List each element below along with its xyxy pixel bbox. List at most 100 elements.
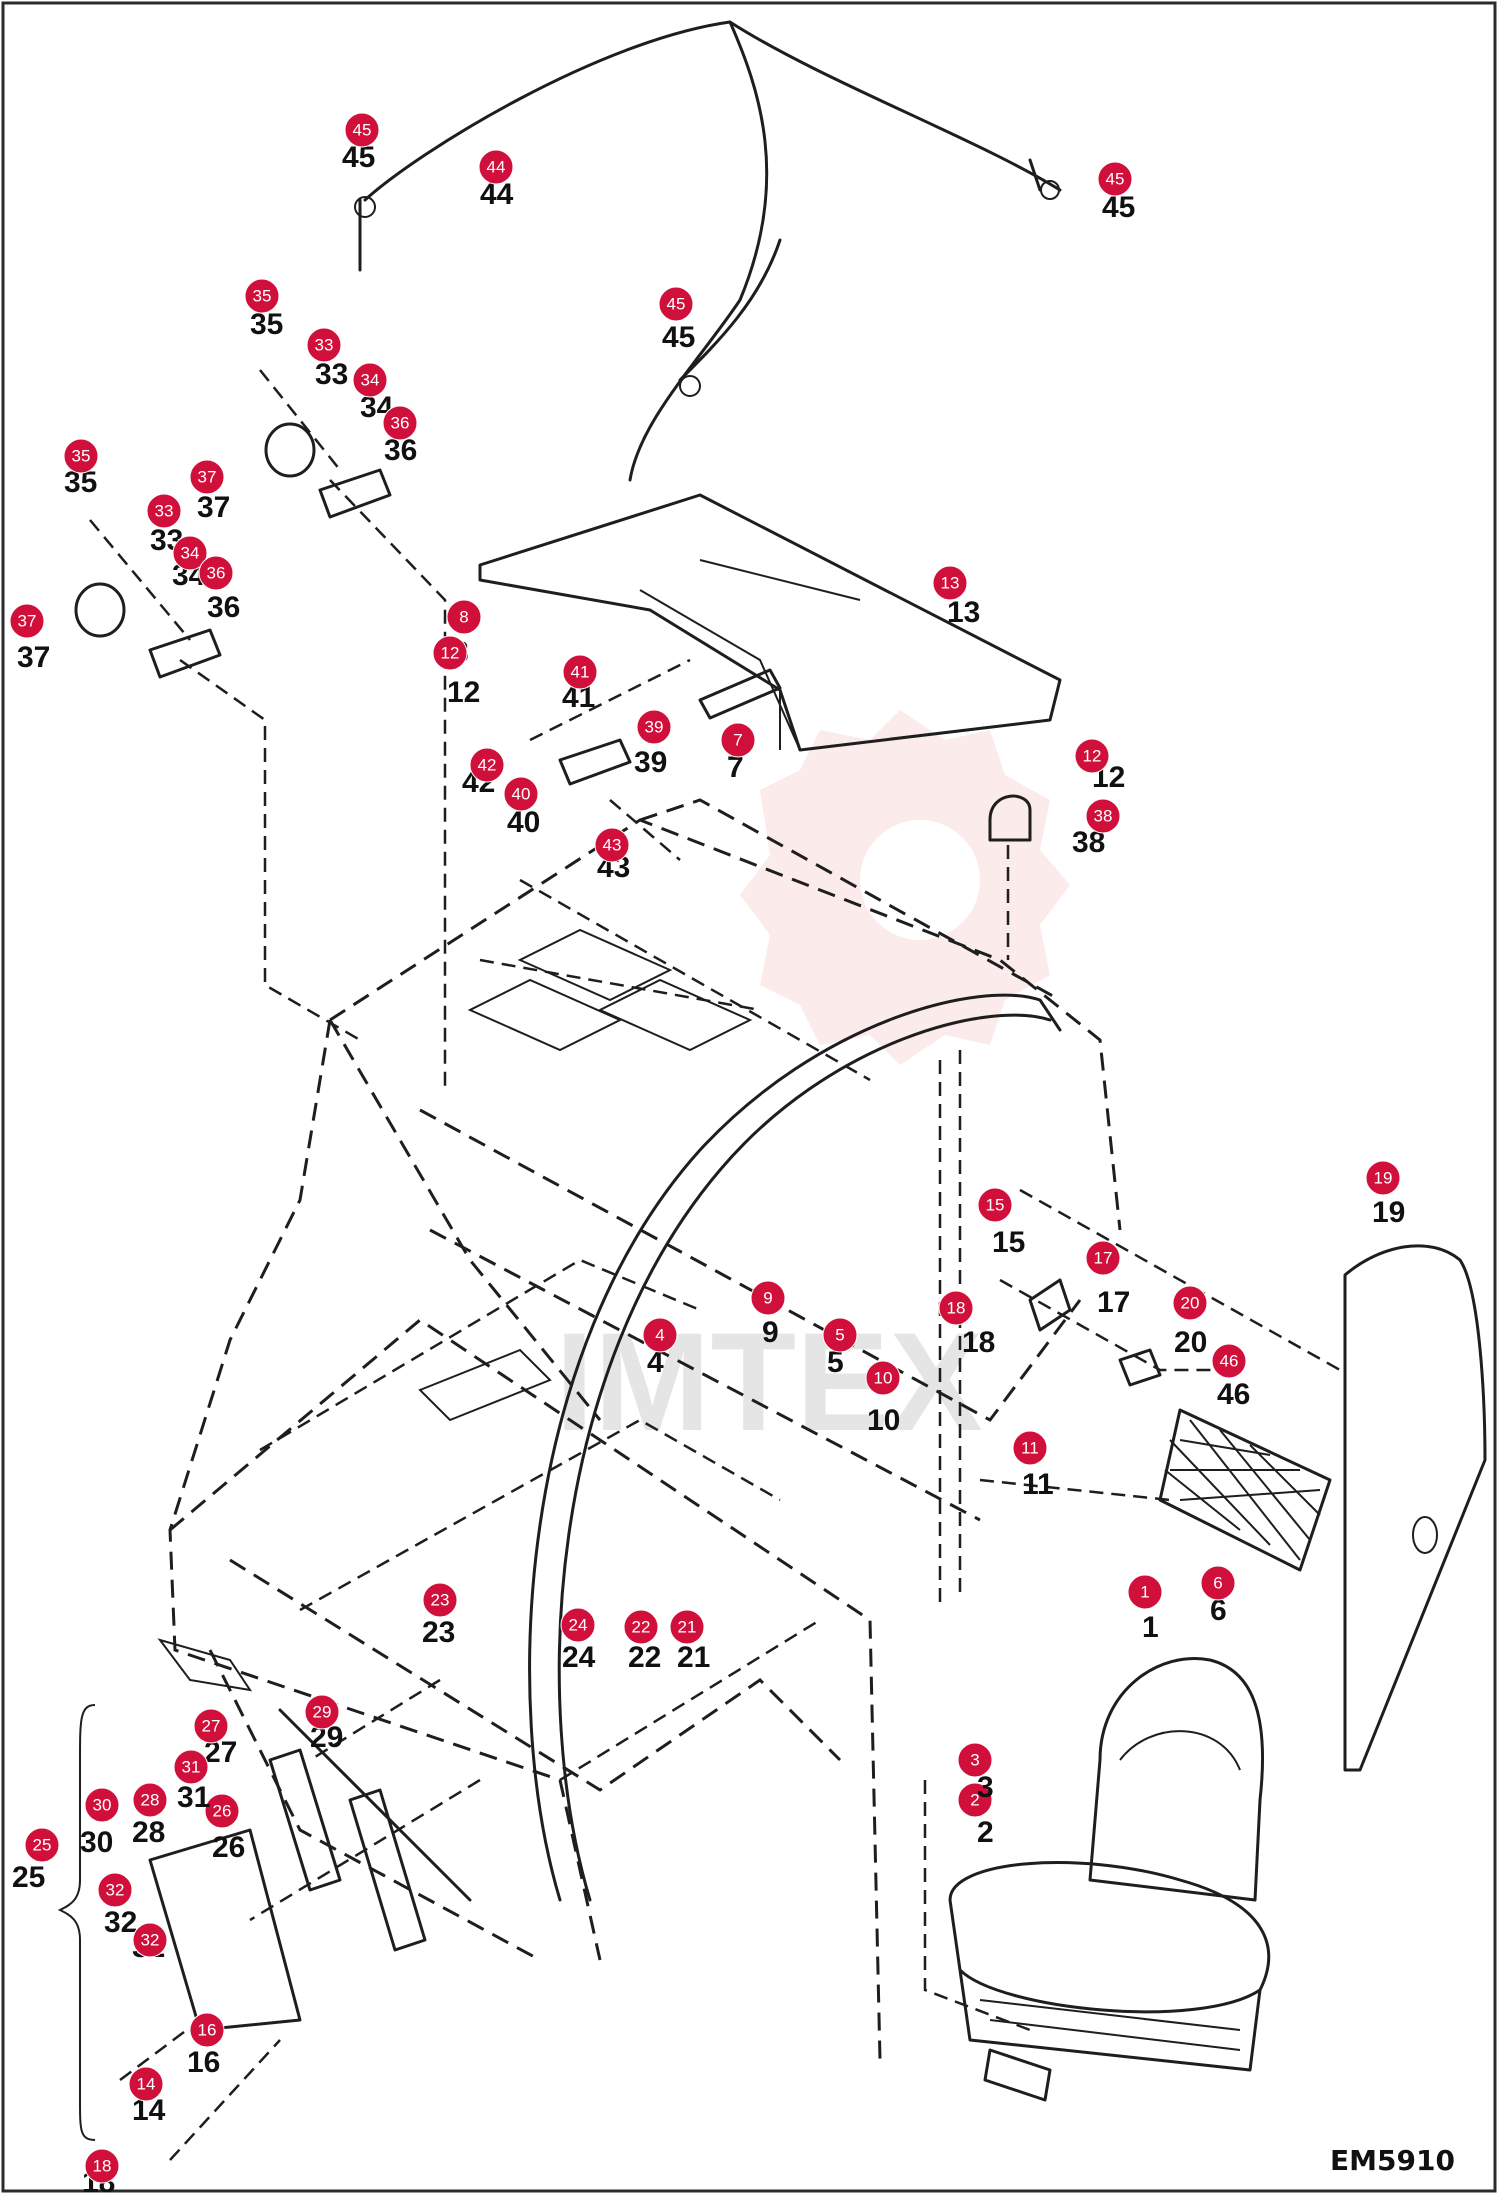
badge-circle [594,827,630,863]
badge-circle [204,1793,240,1829]
badge-circle [172,535,208,571]
badge-number: 28 [141,1791,160,1810]
badge-number: 22 [632,1618,651,1637]
callout-badge-c46: 46 [1211,1343,1247,1379]
badge-number: 17 [1094,1249,1113,1268]
badge-circle [932,565,968,601]
callout-badge-c2: 2 [957,1782,993,1818]
badge-number: 1 [1140,1583,1149,1602]
callout-badge-c43: 43 [594,827,630,863]
badge-circle [750,1280,786,1316]
work-lights-left [74,369,447,1090]
badge-circle [352,362,388,398]
badge-circle [382,405,418,441]
badge-circle [128,2066,164,2102]
badge-circle [1127,1574,1163,1610]
badge-circle [189,2012,225,2048]
callout-badge-c28: 28 [132,1782,168,1818]
part-number-label-c45c: 45 [662,321,695,354]
badge-number: 46 [1220,1352,1239,1371]
callout-badge-c11: 11 [1012,1430,1048,1466]
callout-badge-c34b: 34 [172,535,208,571]
roof-panel [478,493,1062,752]
part-number-label-c33a: 33 [315,358,348,391]
badge-circle [9,603,45,639]
callout-badge-c24: 24 [560,1607,596,1643]
badge-circle [560,1607,596,1643]
part-number-label-c4: 4 [647,1346,664,1379]
part-number-label-c17: 17 [1097,1286,1130,1319]
badge-number: 39 [645,718,664,737]
part-number-label-c3: 3 [977,1771,994,1804]
callout-badge-c9: 9 [750,1280,786,1316]
badge-number: 32 [106,1881,125,1900]
part-number-label-c13: 13 [947,596,980,629]
part-number-label-c20: 20 [1174,1326,1207,1359]
callout-badge-c38: 38 [1085,798,1121,834]
callout-badge-c20: 20 [1172,1285,1208,1321]
badge-number: 18 [947,1299,966,1318]
badge-number: 7 [733,731,742,750]
badge-number: 45 [353,121,372,140]
part-number-label-c12a: 12 [447,676,480,709]
badge-circle [344,112,380,148]
badge-number: 32 [141,1931,160,1950]
badge-circle [1085,798,1121,834]
part-number-label-c37b: 37 [17,641,50,674]
part-number-label-c18a: 18 [962,1326,995,1359]
badge-circle [1097,161,1133,197]
badge-circle [642,1317,678,1353]
part-number-label-c24: 24 [562,1641,596,1674]
badge-number: 42 [478,756,497,775]
part-number-label-c45b: 45 [1102,191,1135,224]
badge-number: 14 [137,2075,156,2094]
badge-circle [306,327,342,363]
watermark-text: IMTEX [555,1303,983,1460]
badge-circle [84,1787,120,1823]
badge-number: 43 [603,836,622,855]
part-number-label-c11: 11 [1022,1468,1054,1501]
badge-number: 36 [391,414,410,433]
badge-circle [146,493,182,529]
badge-number: 12 [441,644,460,663]
badge-circle [1085,1240,1121,1276]
badge-number: 33 [315,336,334,355]
badge-number: 9 [763,1289,772,1308]
badge-number: 37 [18,612,37,631]
badge-circle [422,1582,458,1618]
part-number-label-c46: 46 [1217,1378,1250,1411]
badge-circle [977,1187,1013,1223]
badge-circle [562,654,598,690]
callout-badge-c27: 27 [193,1708,229,1744]
badge-circle [432,635,468,671]
part-number-label-c37a: 37 [197,491,230,524]
callout-badge-c33b: 33 [146,493,182,529]
callout-badge-c34a: 34 [352,362,388,398]
operator-seat [923,1657,1271,2102]
callout-badge-c17: 17 [1085,1240,1121,1276]
badge-circle [1172,1285,1208,1321]
badge-number: 35 [72,447,91,466]
badge-number: 38 [1094,807,1113,826]
callout-badge-c10: 10 [865,1360,901,1396]
part-number-label-c9: 9 [762,1316,779,1349]
callout-badge-c7: 7 [720,722,756,758]
badge-number: 8 [459,608,468,627]
badge-number: 26 [213,1802,232,1821]
badge-circle [132,1782,168,1818]
badge-circle [97,1872,133,1908]
part-number-label-c5: 5 [827,1346,844,1379]
badge-number: 35 [253,287,272,306]
callout-badge-c45a: 45 [344,112,380,148]
callout-badge-c16: 16 [189,2012,225,2048]
badge-circle [193,1708,229,1744]
badge-number: 31 [182,1758,201,1777]
callout-badge-c5: 5 [822,1317,858,1353]
part-number-label-c1: 1 [1142,1611,1159,1644]
callout-badge-c37a: 37 [189,459,225,495]
badge-number: 11 [1021,1439,1039,1458]
callout-badge-c12b: 12 [1074,738,1110,774]
callout-badge-c18a: 18 [938,1290,974,1326]
part-number-label-c40: 40 [507,806,540,839]
